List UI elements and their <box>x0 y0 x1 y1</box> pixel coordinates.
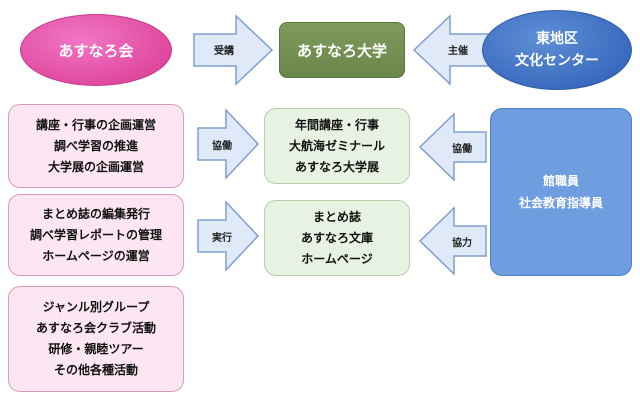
staff-box: 館職員 社会教育指導員 <box>490 108 632 276</box>
collaborate-arrow-icon <box>197 108 260 180</box>
activities-line: あすなろ会クラブ活動 <box>35 321 156 335</box>
culture-center-line-1: 東地区 <box>536 31 578 47</box>
asunaro-university-label: あすなろ大学 <box>296 41 387 60</box>
asunaro-university-box: あすなろ大学 <box>279 22 405 78</box>
editing-line: 調べ学習レポートの管理 <box>29 227 162 242</box>
activities-line: その他各種活動 <box>53 363 138 377</box>
staff-line: 社会教育指導員 <box>518 196 603 210</box>
publications-line: まとめ誌 <box>312 209 361 224</box>
host-arrow-label: 主催 <box>448 46 468 57</box>
asunaro-kai-label: あすなろ会 <box>58 41 134 60</box>
host-arrow-icon <box>412 14 493 86</box>
collaborate-arrow-label: 協働 <box>212 141 232 152</box>
staff-line: 館職員 <box>542 174 579 188</box>
planning-line: 講座・行事の企画運営 <box>35 117 156 132</box>
annual-lectures-line: 年間講座・行事 <box>294 117 379 132</box>
publications-line: あすなろ文庫 <box>300 230 373 245</box>
execute-arrow-label: 実行 <box>212 233 232 244</box>
culture-center-line-2: 文化センター <box>515 53 599 69</box>
publications-box: まとめ誌 あすなろ文庫 ホームページ <box>264 200 410 276</box>
annual-lectures-line: 大航海ゼミナール <box>288 138 385 153</box>
attend-arrow-label: 受講 <box>214 46 234 57</box>
editing-line: ホームページの運営 <box>42 248 150 263</box>
planning-line: 調べ学習の推進 <box>53 138 138 153</box>
collaborate-right-arrow-label: 協働 <box>452 144 472 155</box>
asunaro-kai-ellipse: あすなろ会 <box>20 14 172 86</box>
activities-box: ジャンル別グループ あすなろ会クラブ活動 研修・親睦ツアー その他各種活動 <box>8 286 184 392</box>
annual-lectures-box: 年間講座・行事 大航海ゼミナール あすなろ大学展 <box>264 108 410 184</box>
collaborate-right-arrow-icon <box>418 112 487 182</box>
planning-box: 講座・行事の企画運営 調べ学習の推進 大学展の企画運営 <box>8 104 184 188</box>
editing-line: まとめ誌の編集発行 <box>41 206 150 221</box>
publications-line: ホームページ <box>301 251 373 266</box>
attend-arrow-icon <box>193 14 274 86</box>
cooperate-arrow-label: 協力 <box>452 238 472 249</box>
execute-arrow-icon <box>197 200 260 272</box>
planning-line: 大学展の企画運営 <box>47 159 144 174</box>
editing-box: まとめ誌の編集発行 調べ学習レポートの管理 ホームページの運営 <box>8 194 184 276</box>
culture-center-ellipse: 東地区 文化センター <box>482 10 632 90</box>
activities-line: ジャンル別グループ <box>42 300 150 314</box>
cooperate-arrow-icon <box>418 206 487 276</box>
annual-lectures-line: あすなろ大学展 <box>294 159 379 174</box>
activities-line: 研修・親睦ツアー <box>48 342 144 356</box>
